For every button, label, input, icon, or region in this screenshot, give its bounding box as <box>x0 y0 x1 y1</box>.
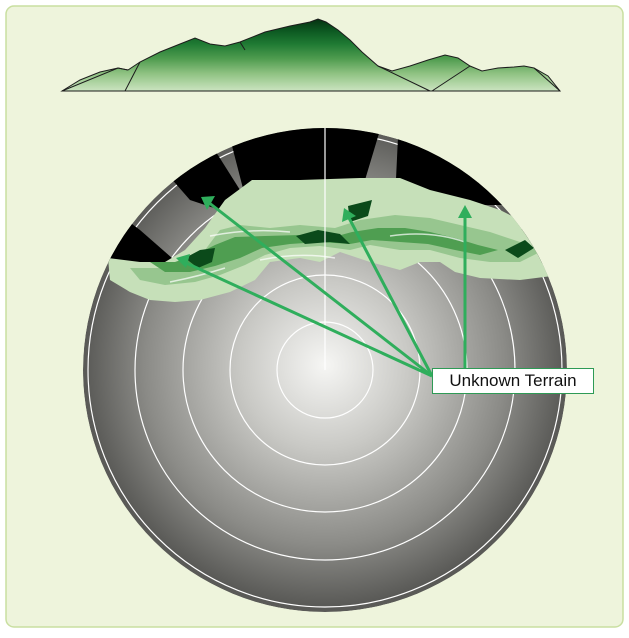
terrain-streaks <box>169 229 466 283</box>
arrow-to-shadow-1 <box>183 260 433 378</box>
callout-arrows <box>176 196 472 378</box>
arrow-to-shadow-3 <box>346 215 434 377</box>
unknown-terrain-label: Unknown Terrain <box>432 368 594 394</box>
arrowhead-4 <box>458 205 472 218</box>
mountain-shape <box>60 18 562 92</box>
terrain-mid <box>150 228 498 272</box>
terrain-returns <box>108 178 560 302</box>
mountain-ridge-lines <box>61 41 561 92</box>
terrain-dark <box>185 200 534 268</box>
arrow-to-shadow-2 <box>207 200 433 378</box>
arrowhead-3 <box>342 208 356 222</box>
radar-scope <box>83 128 567 612</box>
terrain-profile <box>60 18 562 92</box>
arrowhead-1 <box>176 254 190 268</box>
arrowhead-2 <box>201 196 215 210</box>
